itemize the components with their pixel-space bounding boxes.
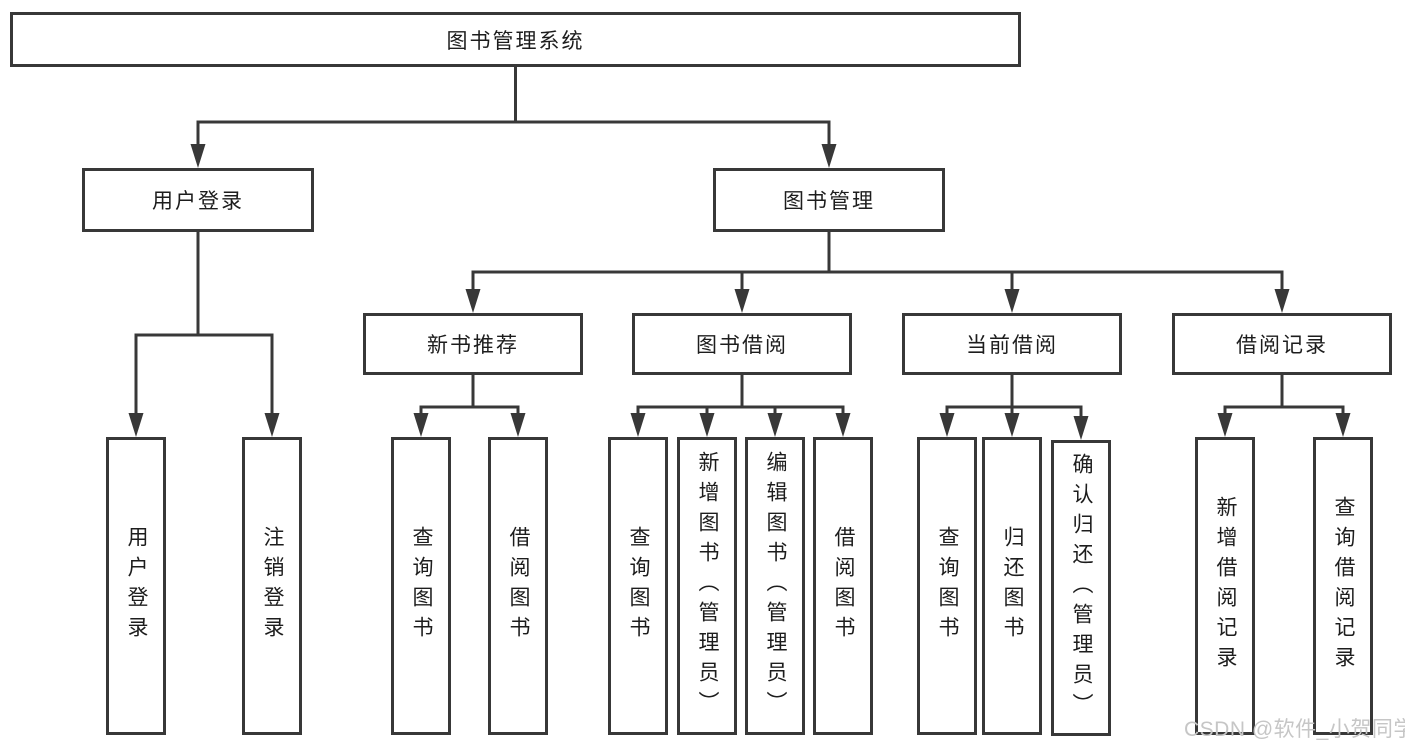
node-new-book-recommend: 新书推荐 [363, 313, 583, 375]
leaf-user-login: 用户登录 [106, 437, 166, 735]
csdn-watermark: CSDN @软件_小贺同学 [1184, 718, 1405, 741]
node-user-login: 用户登录 [82, 168, 314, 232]
leaf-record-add-borrow-record: 新增借阅记录 [1195, 437, 1255, 735]
node-borrow-record: 借阅记录 [1172, 313, 1392, 375]
connector-book-borrow-to-leaves [630, 375, 851, 437]
node-book-borrow: 图书借阅 [632, 313, 852, 375]
leaf-current-query-books: 查询图书 [917, 437, 977, 735]
node-current-borrow: 当前借阅 [902, 313, 1122, 375]
connector-user-login-to-leaves [128, 231, 280, 437]
node-root-system: 图书管理系统 [10, 12, 1021, 67]
connector-current-borrow-to-leaves [939, 375, 1089, 440]
leaf-newbook-query-books: 查询图书 [391, 437, 451, 735]
leaf-borrow-borrow-books: 借阅图书 [813, 437, 873, 735]
leaf-logout: 注销登录 [242, 437, 302, 735]
connector-new-book-to-leaves [413, 375, 526, 437]
leaf-borrow-query-books: 查询图书 [608, 437, 668, 735]
leaf-borrow-edit-books-admin: 编辑图书（管理员） [745, 437, 805, 735]
leaf-current-return-books: 归还图书 [982, 437, 1042, 735]
leaf-current-confirm-return-admin: 确认归还（管理员） [1051, 440, 1111, 736]
leaf-borrow-add-books-admin: 新增图书（管理员） [677, 437, 737, 735]
node-book-management: 图书管理 [713, 168, 945, 232]
leaf-record-query-borrow-record: 查询借阅记录 [1313, 437, 1373, 735]
leaf-newbook-borrow-books: 借阅图书 [488, 437, 548, 735]
connector-book-management-to-level3 [465, 231, 1290, 313]
connector-borrow-record-to-leaves [1217, 375, 1351, 437]
connector-root-to-level2 [190, 67, 837, 168]
